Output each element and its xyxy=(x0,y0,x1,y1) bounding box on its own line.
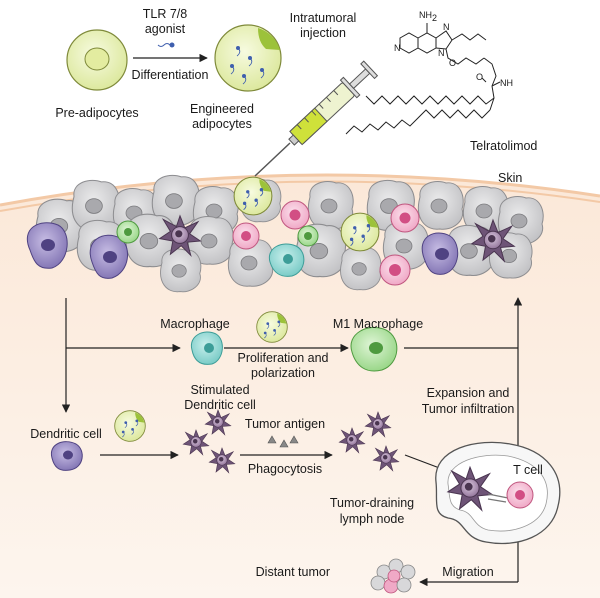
telratolimod-atoms: NH 2 N N N O O NH xyxy=(394,10,513,88)
pre-adipocyte-cell xyxy=(66,29,128,91)
differentiation-label: Differentiation xyxy=(132,68,209,82)
m1-macrophage-label: M1 Macrophage xyxy=(333,317,423,331)
intratumoral-label-2: injection xyxy=(300,26,346,40)
t-cell-in-lymph-node xyxy=(487,481,534,509)
svg-text:O: O xyxy=(449,58,456,68)
syringe-icon xyxy=(254,60,379,177)
t-cell-label: T cell xyxy=(513,463,543,477)
intratumoral-label-1: Intratumoral xyxy=(290,11,357,25)
engineered-adipocyte-at-needle xyxy=(233,176,273,216)
telratolimod-structure xyxy=(365,23,501,111)
svg-text:NH: NH xyxy=(500,78,513,88)
distant-tumor-cluster xyxy=(370,558,416,594)
stimulated-label-2: Dendritic cell xyxy=(184,398,256,412)
proliferation-label-2: polarization xyxy=(251,366,315,380)
engineered-label-2: adipocytes xyxy=(192,117,252,131)
engineered-adipocyte-large xyxy=(214,24,282,92)
pathway-arrows xyxy=(61,297,523,587)
pink-cell-3 xyxy=(390,203,420,233)
migration-label: Migration xyxy=(442,565,493,579)
teal-cell-tumor xyxy=(268,243,305,277)
skin-label: Skin xyxy=(498,171,522,185)
engineered-adipocyte-macrophage-row xyxy=(256,311,288,343)
tlr-label: TLR 7/8 xyxy=(143,7,188,21)
dendritic-cell-label: Dendritic cell xyxy=(30,427,102,441)
proliferation-label-1: Proliferation and xyxy=(237,351,328,365)
svg-text:N: N xyxy=(394,43,401,53)
engineered-adipocyte-dendritic-row xyxy=(114,410,146,442)
macrophage-cell xyxy=(190,331,223,365)
pink-cell-1 xyxy=(280,200,310,230)
engineered-label-1: Engineered xyxy=(190,102,254,116)
pink-cell-2 xyxy=(232,222,260,250)
stimulated-label-1: Stimulated xyxy=(190,383,249,397)
svg-text:2: 2 xyxy=(432,13,437,23)
svg-text:N: N xyxy=(443,22,450,32)
phagocytosis-label: Phagocytosis xyxy=(248,462,322,476)
green-cell-left xyxy=(116,220,140,244)
tumor-draining-label-1: Tumor-draining xyxy=(330,496,414,510)
expansion-label-2: Tumor infiltration xyxy=(422,402,515,416)
tumor-antigen-icon xyxy=(267,435,299,448)
purple-cell-right xyxy=(421,232,459,275)
svg-text:N: N xyxy=(438,48,445,58)
tumor-antigen-label: Tumor antigen xyxy=(245,417,325,431)
green-cell-mid xyxy=(297,225,319,247)
pre-adipocytes-label: Pre-adipocytes xyxy=(55,106,138,120)
telratolimod-label: Telratolimod xyxy=(470,139,537,153)
pink-cell-4 xyxy=(379,254,411,286)
svg-text:O: O xyxy=(476,72,483,82)
svg-text:NH: NH xyxy=(419,10,432,20)
macrophage-label: Macrophage xyxy=(160,317,230,331)
agonist-icon xyxy=(157,42,175,48)
telratolimod-tail xyxy=(345,109,491,135)
distant-tumor-label: Distant tumor xyxy=(256,565,330,579)
dendritic-cell-resting xyxy=(50,441,83,471)
agonist-label: agonist xyxy=(145,22,186,36)
m1-macrophage-cell xyxy=(350,327,398,372)
purple-cell-left-2 xyxy=(89,234,128,279)
tumor-draining-label-2: lymph node xyxy=(340,512,405,526)
engineered-adipocyte-in-tumor xyxy=(340,212,380,252)
purple-cell-left-1 xyxy=(26,222,68,269)
expansion-label-1: Expansion and xyxy=(427,386,510,400)
